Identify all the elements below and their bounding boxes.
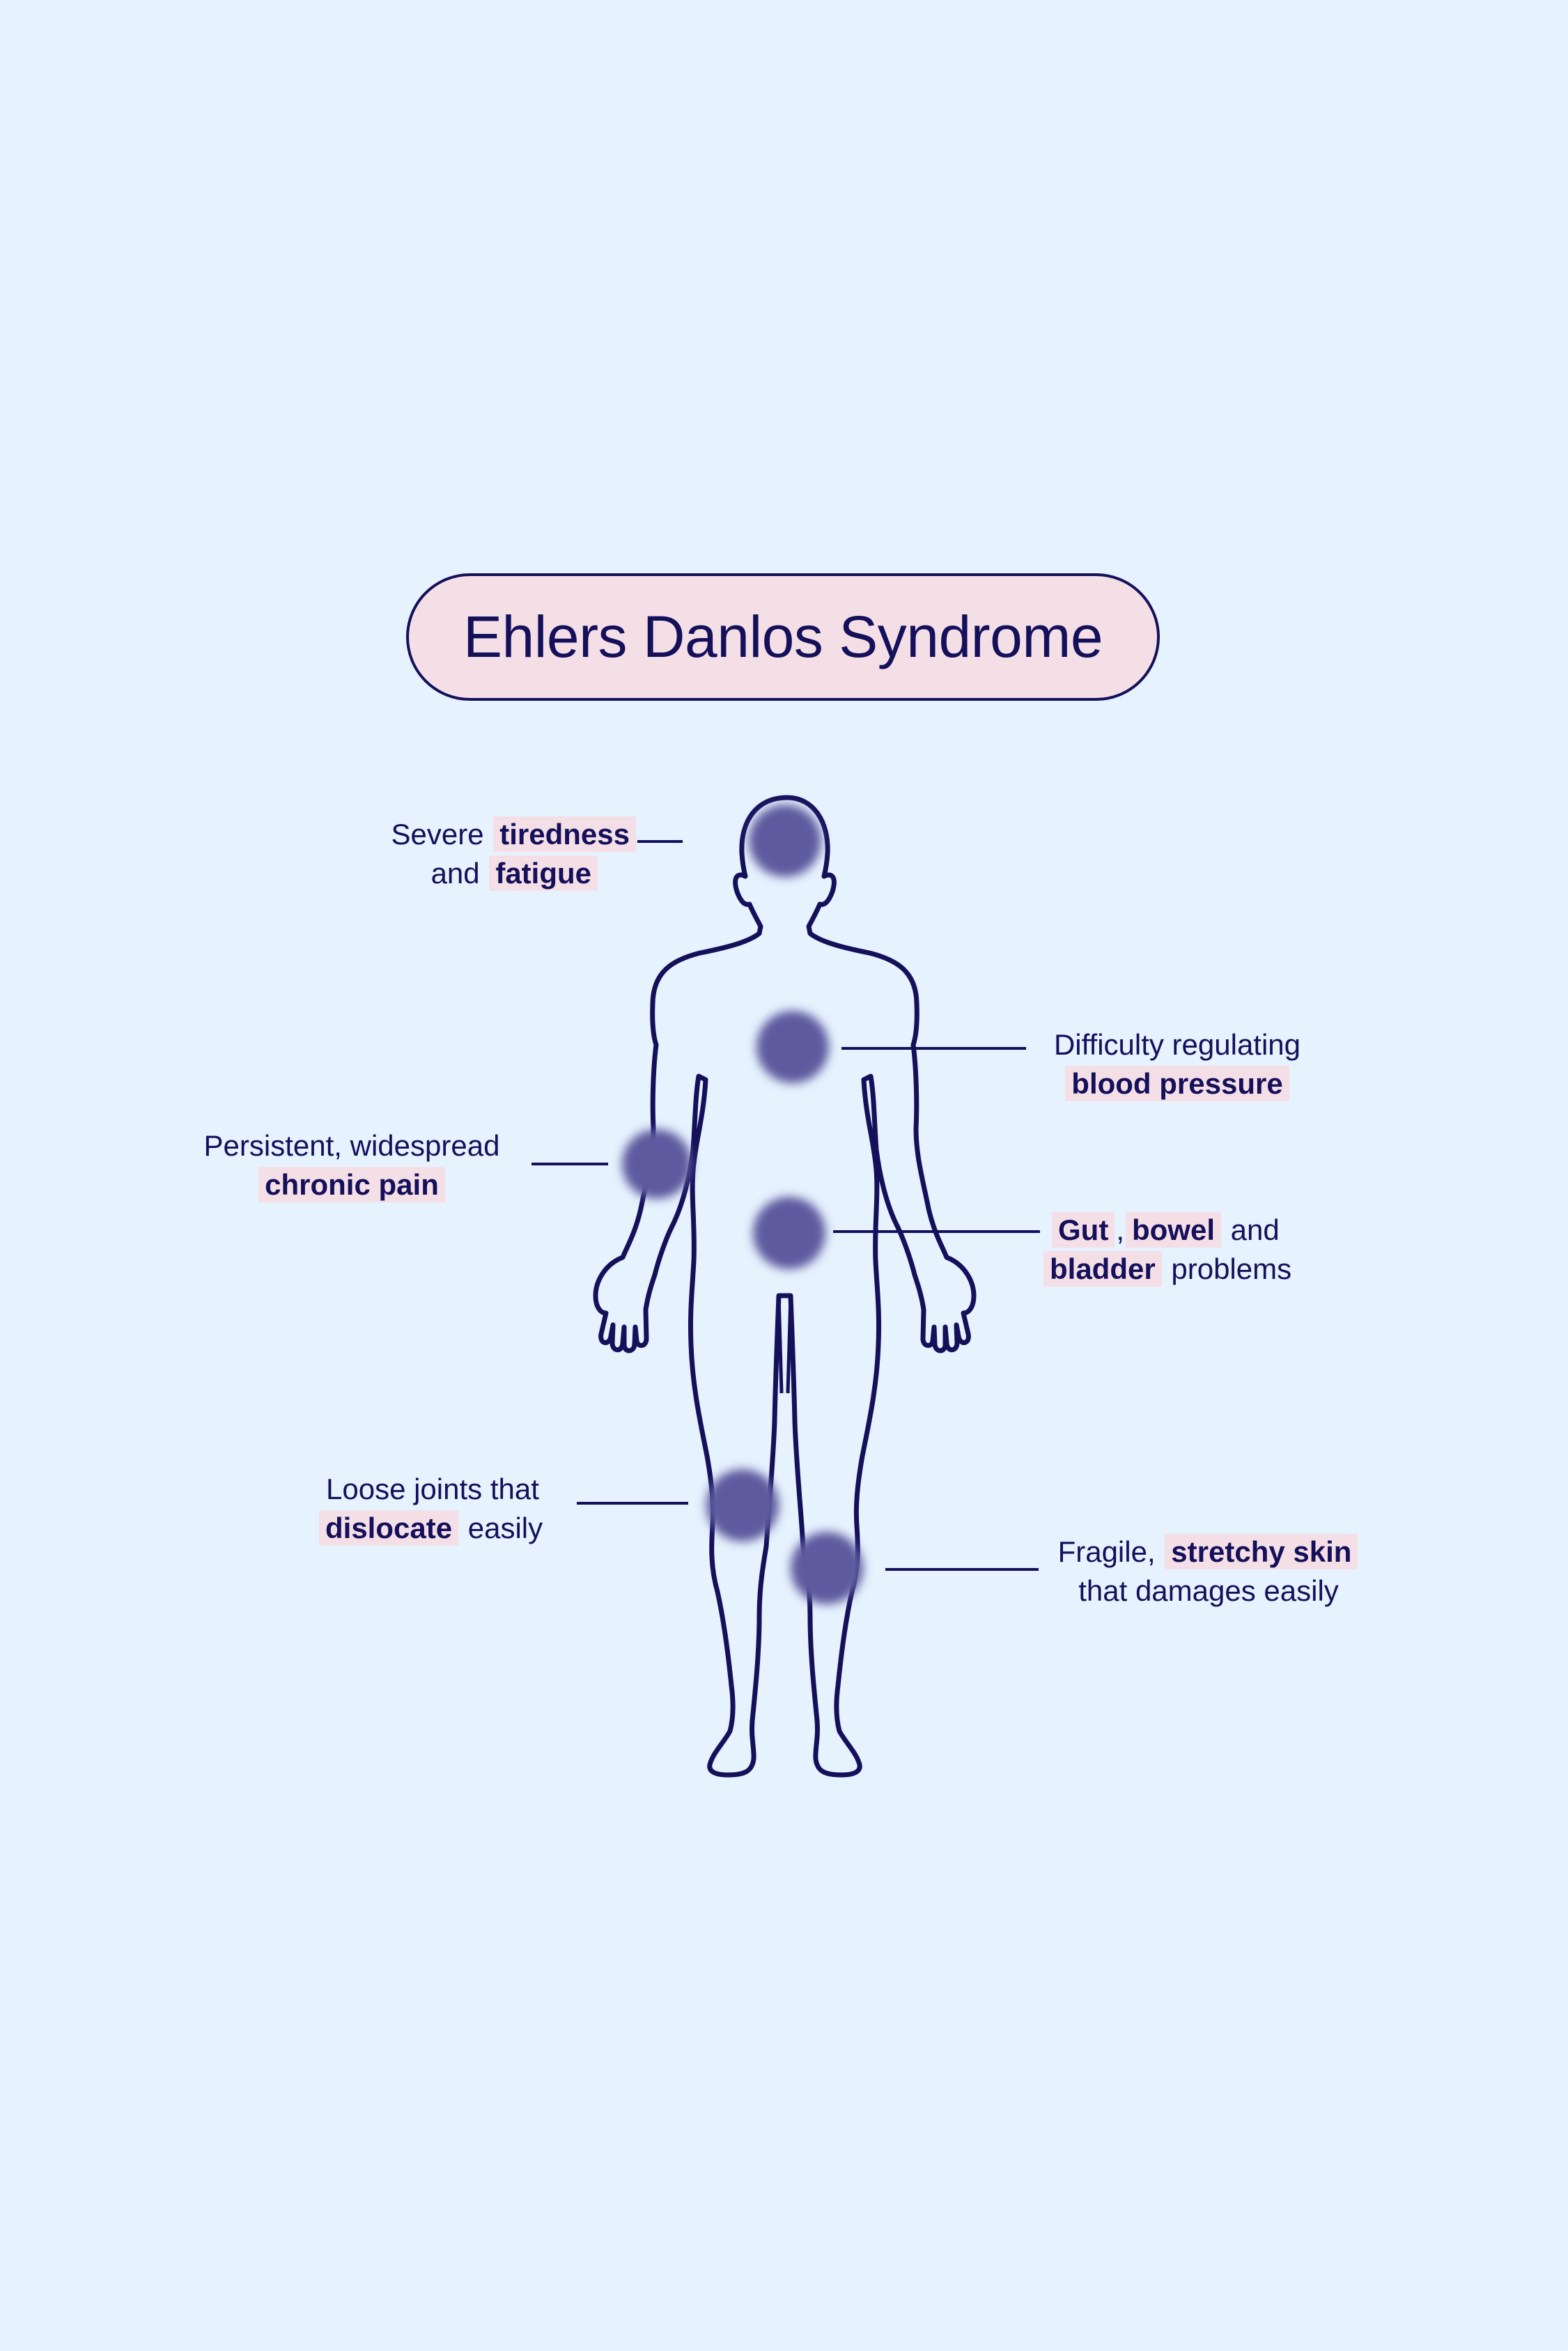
- chronic-pain-line1: Persistent, widespread: [203, 1129, 500, 1162]
- gut-highlight-bladder: bladder: [1043, 1251, 1162, 1287]
- title-pill: Ehlers Danlos Syndrome: [406, 573, 1160, 701]
- gut-separator: ,: [1116, 1213, 1124, 1246]
- blood-pressure-line1: Difficulty regulating: [1053, 1028, 1301, 1061]
- gut-problems: problems: [1171, 1252, 1292, 1285]
- chronic-pain-highlight: chronic pain: [258, 1167, 445, 1202]
- spot-knee: [706, 1469, 779, 1542]
- fatigue-highlight-tiredness: tiredness: [493, 816, 636, 852]
- skin-line2: that damages easily: [1078, 1574, 1339, 1607]
- spot-abdomen: [753, 1197, 825, 1269]
- label-blood-pressure: Difficulty regulating blood pressure: [1038, 1025, 1317, 1103]
- label-skin: Fragile, stretchy skin that damages easi…: [1048, 1533, 1369, 1611]
- gut-highlight-gut: Gut: [1052, 1212, 1115, 1248]
- label-chronic-pain: Persistent, widespread chronic pain: [188, 1126, 515, 1204]
- label-joints: Loose joints that dislocate easily: [319, 1470, 575, 1548]
- fatigue-highlight-fatigue: fatigue: [489, 855, 598, 891]
- spot-arm: [622, 1129, 692, 1199]
- fatigue-and: and: [430, 857, 480, 890]
- label-fatigue: Severe tiredness and fatigue: [362, 815, 637, 893]
- skin-pre: Fragile,: [1057, 1535, 1156, 1568]
- label-gut: Gut,bowel and bladder problems: [1043, 1211, 1343, 1289]
- gut-highlight-bowel: bowel: [1125, 1212, 1221, 1248]
- joints-easily: easily: [467, 1512, 543, 1544]
- joints-highlight: dislocate: [319, 1510, 459, 1546]
- skin-highlight: stretchy skin: [1165, 1534, 1358, 1569]
- page-title: Ehlers Danlos Syndrome: [463, 604, 1103, 669]
- blood-pressure-highlight: blood pressure: [1065, 1066, 1289, 1101]
- joints-line1: Loose joints that: [326, 1473, 539, 1505]
- fatigue-pre: Severe: [391, 818, 484, 851]
- body-outline: [593, 795, 977, 1778]
- leg-divider: [777, 1295, 793, 1394]
- spot-shin: [791, 1532, 863, 1604]
- spot-head: [749, 805, 821, 877]
- spot-chest: [756, 1011, 829, 1083]
- gut-and: and: [1230, 1213, 1280, 1246]
